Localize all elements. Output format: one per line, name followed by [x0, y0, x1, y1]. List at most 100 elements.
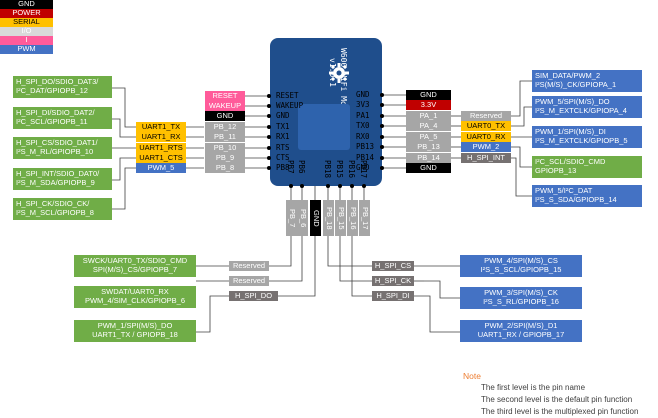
legend-item: I — [0, 36, 53, 45]
module-shield — [298, 104, 350, 150]
right-pin-name: PA_5 — [406, 132, 451, 142]
left-uart-box: PWM_5 — [136, 163, 186, 173]
chip-right-pin-label: GND — [356, 90, 370, 99]
pin-dot — [338, 184, 342, 188]
chip-right-pin-label: PB14 — [356, 153, 375, 162]
right-gnd-bottom: GND — [406, 163, 451, 173]
w600-module: W600 WiFi Module v1.0.1 — [270, 38, 382, 186]
pin-dot — [380, 145, 384, 149]
left-function-box: H_SPI_INT/SDIO_DAT0/I²S_M_SDA/GPIOPB_9 — [13, 168, 112, 190]
chip-right-pin-label: PA1 — [356, 111, 370, 120]
legend-item: I/O — [0, 27, 53, 36]
right-pin-name: PA_4 — [406, 121, 451, 131]
left-uart-box: UART1_RX — [136, 132, 186, 142]
left-special-box: WAKEUP — [205, 101, 245, 111]
chip-left-pin-label: GND — [276, 111, 290, 120]
left-function-box: H_SPI_CK/SDIO_CK/I²S_M_SCL/GPIOPB_8 — [13, 198, 112, 220]
left-pin-name: PB_11 — [205, 132, 245, 142]
chip-right-pin-label: TX0 — [356, 121, 370, 130]
pin-dot — [380, 114, 384, 118]
right-uart-box: UART0_TX — [461, 121, 511, 131]
pin-dot — [267, 166, 271, 170]
right-power-box: 3.3V — [406, 100, 451, 110]
legend-item: PWM — [0, 45, 53, 54]
pin-dot — [326, 184, 330, 188]
left-pin-name: PB_9 — [205, 153, 245, 163]
left-function-box: H_SPI_DO/SDIO_DAT3/I²C_DAT/GPIOPB_12 — [13, 76, 112, 98]
bottom-right-mid-box: H_SPI_CS — [372, 261, 414, 271]
legend-item: GND — [0, 0, 53, 9]
chip-left-pin-label: RX1 — [276, 132, 290, 141]
right-pin-name: PB_14 — [406, 153, 451, 163]
pin-dot — [267, 135, 271, 139]
left-uart-box: UART1_TX — [136, 122, 186, 132]
right-uart-box: PWM_2 — [461, 142, 511, 152]
pin-dot — [267, 94, 271, 98]
pin-dot — [380, 93, 384, 97]
left-function-box: H_SPI_DI/SDIO_DAT2/I²C_SCL/GPIOPB_11 — [13, 107, 112, 129]
gear-logo-icon — [329, 63, 349, 83]
pin-dot — [362, 184, 366, 188]
bottom-pin-name: PB_7 — [286, 200, 297, 236]
chip-left-pin-label: TX1 — [276, 122, 290, 131]
chip-bottom-pin-label: PB17 — [359, 160, 368, 179]
right-uart-box: Reserved — [461, 111, 511, 121]
right-gnd-box: GND — [406, 90, 451, 100]
pin-dot — [267, 125, 271, 129]
right-uart-box: UART0_RX — [461, 132, 511, 142]
bottom-right-mid-box: H_SPI_CK — [372, 276, 414, 286]
chip-right-pin-label: GND — [356, 163, 370, 172]
legend-item: SERIAL — [0, 18, 53, 27]
left-pin-name: PB_12 — [205, 122, 245, 132]
chip-right-pin-label: 3V3 — [356, 100, 370, 109]
pin-dot — [267, 104, 271, 108]
pin-dot — [289, 184, 293, 188]
bottom-left-mid-box: H_SPI_DO — [229, 291, 278, 301]
bottom-pin-name: PB_17 — [359, 200, 370, 236]
bottom-pin-name: PB_15 — [335, 200, 346, 236]
pin-dot — [267, 146, 271, 150]
bottom-pin-name: PB_16 — [347, 200, 358, 236]
left-uart-box: UART1_CTS — [136, 153, 186, 163]
note-line-3: The third level is the multiplexed pin f… — [481, 407, 639, 416]
chip-bottom-pin-label: PB7 — [286, 160, 295, 174]
bottom-right-mid-box: H_SPI_DI — [372, 291, 414, 301]
note-title: Note — [463, 371, 481, 381]
pin-dot — [380, 135, 384, 139]
left-function-box: H_SPI_CS/SDIO_DAT1/I²S_M_RL/GPIOPB_10 — [13, 137, 112, 159]
note-line-1: The first level is the pin name — [481, 383, 586, 392]
left-special-box: GND — [205, 111, 245, 121]
chip-left-pin-label: PB8 — [276, 163, 290, 172]
pin-dot — [380, 156, 384, 160]
note-line-2: The second level is the default pin func… — [481, 395, 633, 404]
chip-bottom-pin-label: PB18 — [323, 160, 332, 179]
chip-bottom-pin-label: PB6 — [297, 160, 306, 174]
right-uart-box: H_SPI_INT — [461, 153, 511, 163]
bottom-left-mid-box: Reserved — [229, 276, 269, 286]
right-pin-name: PB_13 — [406, 142, 451, 152]
pin-dot — [380, 124, 384, 128]
bottom-pin-name: PB_18 — [323, 200, 334, 236]
bottom-left-mid-box: Reserved — [229, 261, 269, 271]
chip-left-pin-label: RTS — [276, 143, 290, 152]
chip-left-pin-label: WAKEUP — [276, 101, 304, 110]
left-special-box: RESET — [205, 91, 245, 101]
bottom-pin-name: PB_6 — [297, 200, 308, 236]
left-pin-name: PB_10 — [205, 143, 245, 153]
pin-dot — [267, 114, 271, 118]
pin-dot — [267, 156, 271, 160]
legend-item: POWER — [0, 9, 53, 18]
left-pin-name: PB_8 — [205, 163, 245, 173]
